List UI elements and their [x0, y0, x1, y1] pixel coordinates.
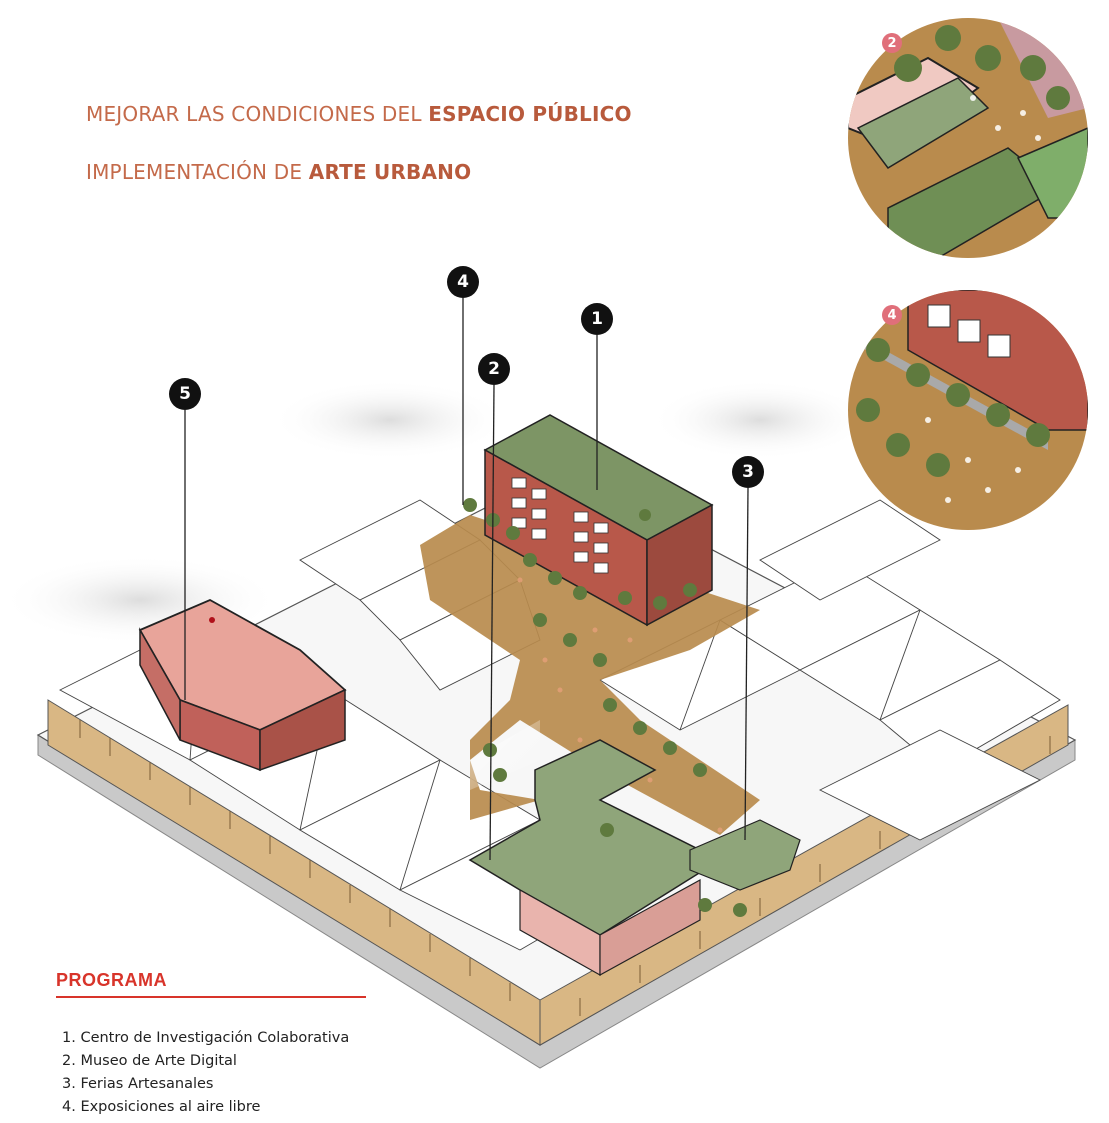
building-5-dot	[209, 617, 215, 623]
detail-view-2	[848, 18, 1088, 258]
cloud-center	[270, 380, 510, 460]
detail-2-badge: 2	[882, 33, 902, 53]
marker-2: 2	[478, 353, 510, 385]
marker-5: 5	[169, 378, 201, 410]
detail-2-illustration	[848, 18, 1088, 258]
programa-title: PROGRAMA	[56, 970, 167, 991]
programa-list: 1. Centro de Investigación Colaborativa …	[62, 1027, 349, 1119]
marker-1: 1	[581, 303, 613, 335]
detail-4-illustration	[848, 290, 1088, 530]
programa-item: 2. Museo de Arte Digital	[62, 1050, 349, 1073]
cloud-right	[650, 380, 870, 460]
marker-3: 3	[732, 456, 764, 488]
detail-view-4	[848, 290, 1088, 530]
detail-4-badge: 4	[882, 305, 902, 325]
marker-4: 4	[447, 266, 479, 298]
programa-item: 1. Centro de Investigación Colaborativa	[62, 1027, 349, 1050]
programa-item: 3. Ferias Artesanales	[62, 1073, 349, 1096]
programa-item: 4. Exposiciones al aire libre	[62, 1096, 349, 1119]
programa-divider	[56, 996, 366, 998]
